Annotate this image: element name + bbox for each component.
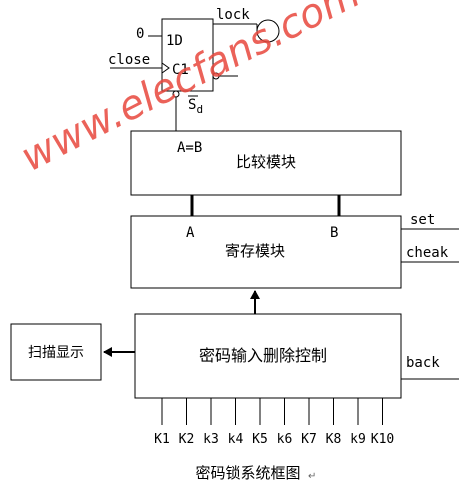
control-module-box [134,313,402,399]
clock-edge-icon [161,62,170,74]
compare-module-label: 比较模块 [236,153,296,171]
key-label-3: k3 [203,432,219,447]
diagram-caption: 密码锁系统框图 [195,464,300,482]
key-label-6: k6 [277,432,293,447]
register-module-box [130,215,402,289]
register-input-b-label: B [330,225,338,241]
back-input-label: back [406,355,440,371]
set-input-label: set [410,212,435,228]
key-inputs: K1 K2 k3 k4 K5 k6 K7 K8 k9 K10 [154,398,394,447]
set-pin-label: Sd [188,97,203,116]
display-module-label: 扫描显示 [28,345,84,361]
register-module: A B 寄存模块 set cheak [130,212,459,289]
key-label-2: K2 [179,432,195,447]
lock-output-circle [256,19,280,43]
key-label-1: K1 [154,432,170,447]
key-label-7: K7 [301,432,317,447]
cheak-input-label: cheak [406,245,449,261]
caption-return-mark: ↵ [308,471,316,482]
key-label-8: K8 [326,432,342,447]
clock-input-label: close [108,52,150,68]
qbar-inversion-bubble [212,72,220,80]
control-module: 密码输入删除控制 back [134,313,459,399]
output-label: lock [216,7,250,23]
d-pin-label: 1D [166,33,183,49]
register-input-a-label: A [186,225,195,241]
d-input-value: 0 [136,26,144,42]
key-label-5: K5 [252,432,268,447]
register-module-label: 寄存模块 [225,242,285,260]
key-label-9: k9 [350,432,366,447]
control-module-label: 密码输入删除控制 [199,346,327,365]
compare-module-box [130,130,402,196]
set-pin-subscript: d [196,103,203,116]
clock-pin-label: C1 [172,62,189,78]
key-label-10: K10 [371,432,394,447]
equality-label: A=B [177,140,202,156]
set-pin-main: S [188,97,196,113]
display-module: 扫描显示 [10,323,102,381]
compare-module: A=B 比较模块 [130,130,402,196]
flipflop-box [161,18,214,92]
key-label-4: k4 [228,432,244,447]
d-flipflop: 0 1D close C1 lock Sd [108,7,280,131]
display-module-box [10,323,102,381]
